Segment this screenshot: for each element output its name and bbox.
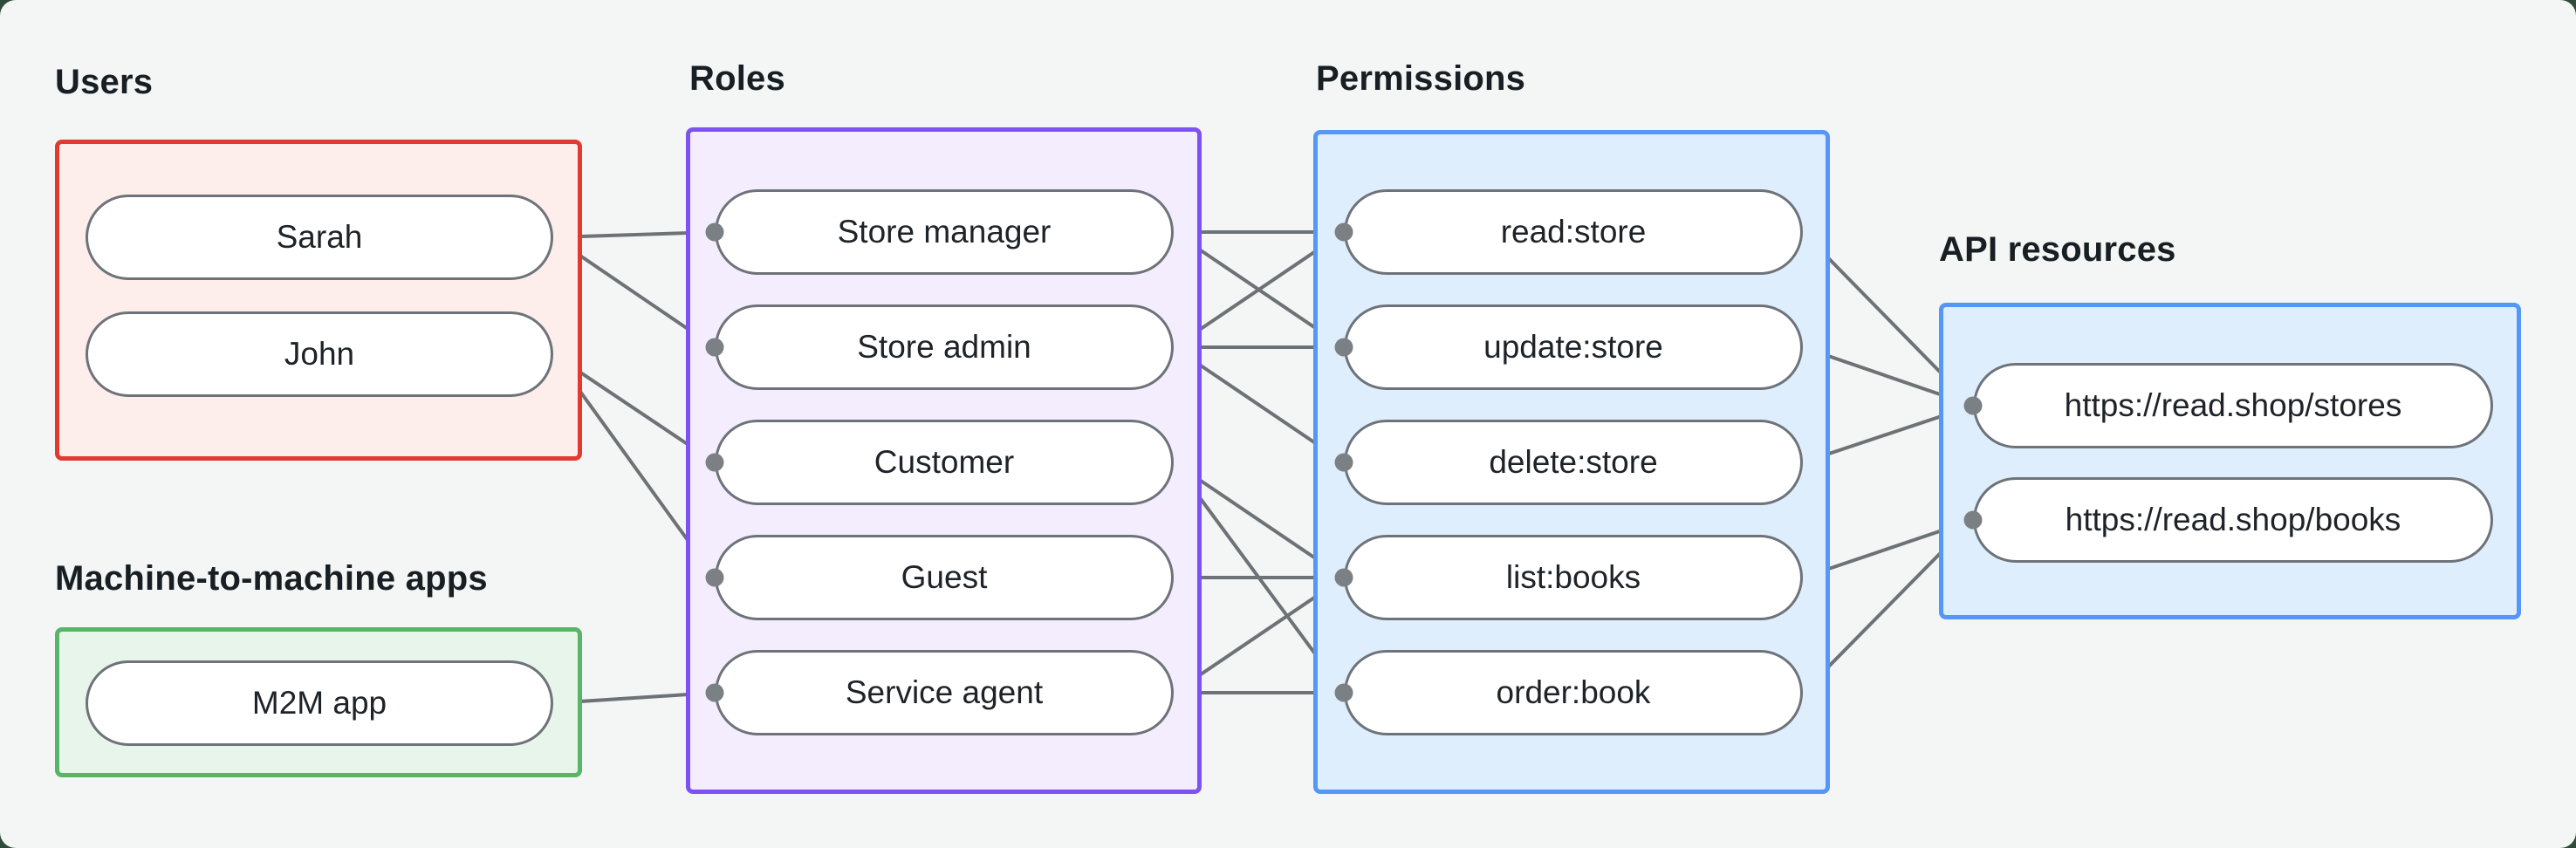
node-m2m-app: M2M app: [86, 660, 553, 746]
group-label-roles: Roles: [689, 59, 785, 98]
node-list-books: list:books: [1344, 535, 1803, 620]
node-api-books: https://read.shop/books: [1973, 477, 2493, 563]
group-label-api-resources: API resources: [1939, 230, 2176, 269]
node-read-store: read:store: [1344, 189, 1803, 275]
node-store-manager: Store manager: [715, 189, 1174, 275]
group-label-m2m-apps: Machine-to-machine apps: [55, 559, 488, 598]
node-guest: Guest: [715, 535, 1174, 620]
node-john: John: [86, 311, 553, 397]
group-box-api-resources: [1939, 303, 2521, 619]
node-service-agent: Service agent: [715, 650, 1174, 735]
node-sarah: Sarah: [86, 195, 553, 280]
group-label-users: Users: [55, 63, 154, 101]
node-customer: Customer: [715, 420, 1174, 505]
node-api-stores: https://read.shop/stores: [1973, 363, 2493, 448]
node-order-book: order:book: [1344, 650, 1803, 735]
node-delete-store: delete:store: [1344, 420, 1803, 505]
group-box-users: [55, 140, 582, 461]
group-label-permissions: Permissions: [1316, 59, 1526, 98]
node-store-admin: Store admin: [715, 304, 1174, 390]
node-update-store: update:store: [1344, 304, 1803, 390]
